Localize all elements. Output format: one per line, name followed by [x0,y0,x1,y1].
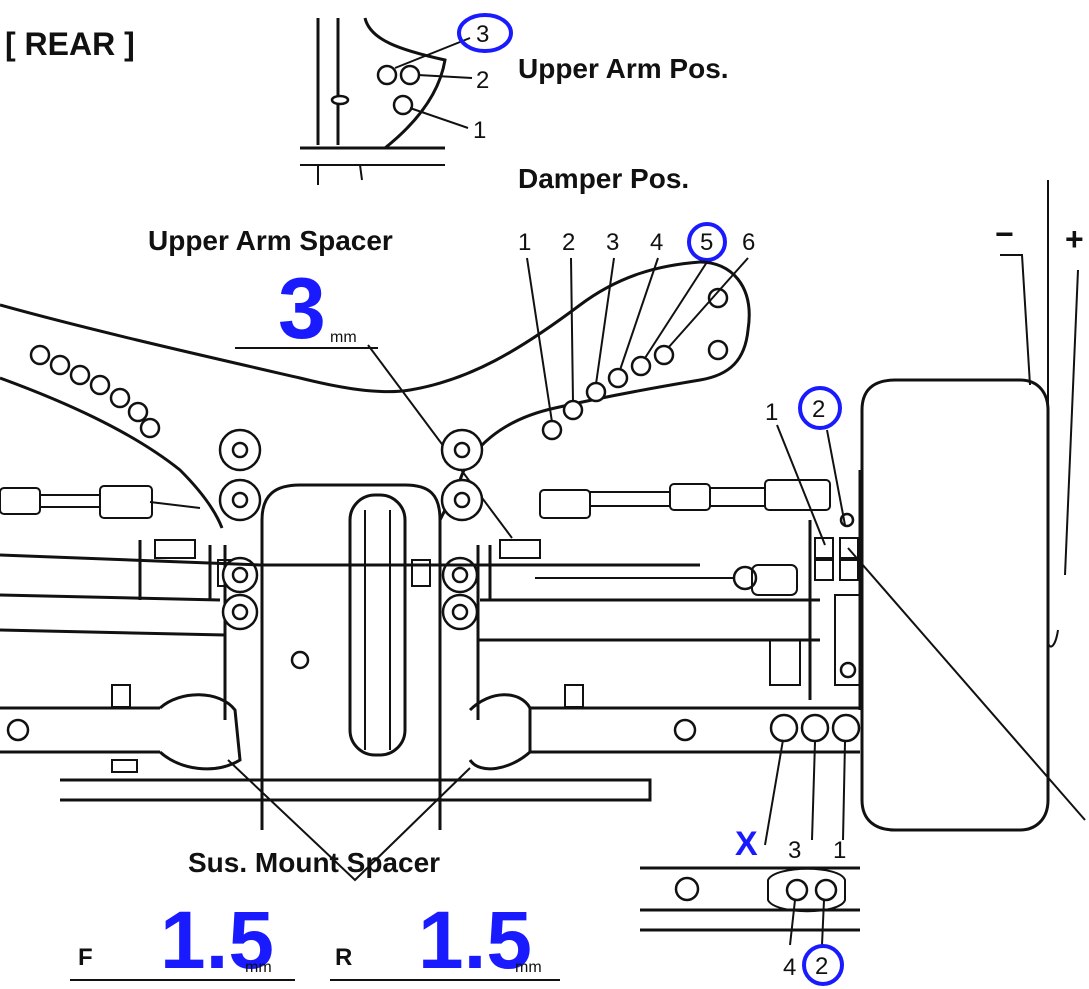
upper-arm-pos-opt-3: 3 [476,21,489,48]
upper-arm-pos-opt-1: 1 [473,117,486,144]
upper-arm-pos-label: Upper Arm Pos. [518,53,729,84]
damper-pos-opt-5: 5 [700,229,713,256]
toe-inset [640,866,860,946]
upper-arm-spacer-label: Upper Arm Spacer [148,225,393,256]
toe-inset-opt-2: 2 [815,953,828,980]
rear-spacer-value: 1.5 [418,895,532,986]
damper-pos-opt-6: 6 [742,229,755,256]
upper-arm-spacer-value: 3 [278,261,326,357]
camber-link-leader-2 [826,429,846,526]
toe-opt-3: 3 [788,837,801,864]
upper-arm-spacer-leader [367,344,513,539]
sus-mount-spacer-label: Sus. Mount Spacer [188,847,440,878]
upper-arm-pos-opt-2: 2 [476,67,489,94]
toe-leaders [764,739,846,846]
toe-opt-x: X [735,825,758,863]
front-spacer-label: F [78,944,93,971]
lower-arms [0,539,820,642]
rear-spacer-label: R [335,944,352,971]
damper-pos-selected-marker [687,222,727,262]
upper-deck [0,260,751,529]
damper-pos-opt-4: 4 [650,229,663,256]
upper-links [0,479,831,519]
camber-link-leader-1 [776,424,826,546]
camber-plus: + [1065,221,1084,257]
sus-mount-spacer-leaders [227,759,471,882]
damper-pos-opt-2: 2 [562,229,575,256]
camber-gauge [1000,180,1079,648]
shock-posts [218,428,484,522]
rear-wheel [847,378,1086,832]
center-bulkhead [217,483,480,830]
camber-minus: − [995,216,1014,252]
suspension-mounts [0,684,860,802]
damper-leaders [526,257,749,423]
damper-pos-label: Damper Pos. [518,163,689,194]
front-spacer-unit: mm [245,959,272,976]
upper-arm-pos-inset [300,17,473,185]
toe-opt-1: 1 [833,837,846,864]
section-title: [ REAR ] [5,26,135,62]
upper-arm-spacer-unit: mm [330,329,357,346]
upper-deck-holes [29,287,729,441]
damper-pos-opt-1: 1 [518,229,531,256]
upper-arm-pos-selected-marker [457,13,513,53]
camber-leader [847,547,1086,821]
camber-link-opt-1: 1 [765,399,778,426]
camber-link-opt-2: 2 [812,396,825,423]
damper-pos-opt-3: 3 [606,229,619,256]
camber-link-selected-marker [798,386,842,430]
toe-inset-opt-4: 4 [783,954,796,981]
rear-spacer-unit: mm [515,959,542,976]
toe-inset-selected-marker [802,944,844,986]
front-spacer-value: 1.5 [160,895,274,986]
